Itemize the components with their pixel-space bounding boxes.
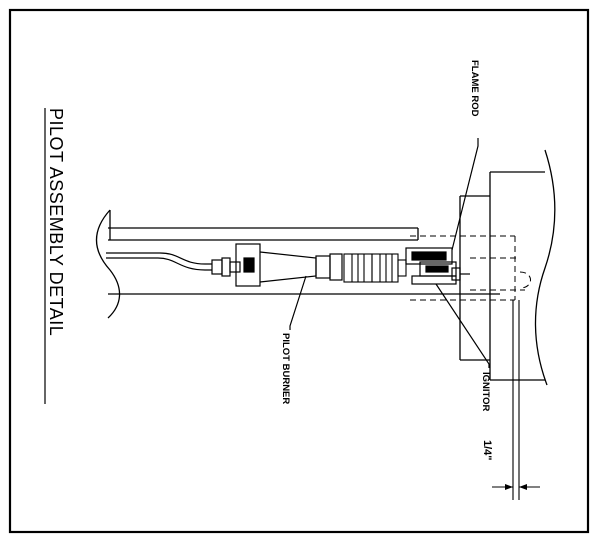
electrode-assembly [405, 247, 470, 285]
hidden-lines [410, 235, 531, 301]
drawing-title: PILOT ASSEMBLY DETAIL [46, 108, 66, 336]
dimension-label: 1/4" [481, 440, 493, 461]
supply-tube [106, 252, 212, 271]
tube-fitting [211, 243, 261, 287]
pilot-burner-label: PILOT BURNER [280, 333, 291, 404]
pilot-burner-body [259, 251, 343, 283]
mounting-flange [459, 149, 556, 386]
burner-housing [96, 209, 500, 319]
flame-rod-callout: FLAME ROD [451, 60, 480, 251]
title-group: PILOT ASSEMBLY DETAIL [44, 108, 66, 404]
sheet-border [8, 8, 590, 534]
flame-rod-label: FLAME ROD [469, 60, 480, 117]
knurled-coupling [343, 253, 407, 283]
ignitor-callout: IGNITOR [435, 283, 491, 412]
ignitor-label: IGNITOR [480, 372, 491, 412]
pilot-burner-callout: PILOT BURNER [280, 275, 307, 404]
quarter-inch-dimension: 1/4" [481, 300, 540, 500]
